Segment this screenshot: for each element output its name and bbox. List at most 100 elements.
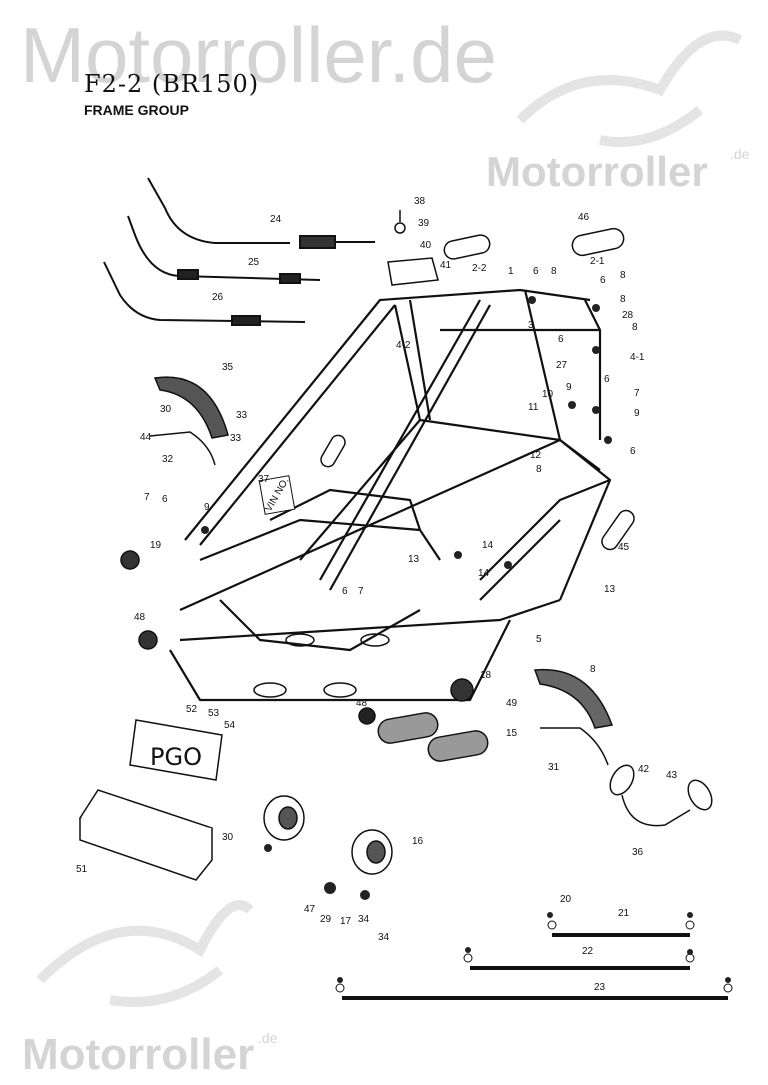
- label-28: 28: [622, 310, 634, 321]
- label-13b: 13: [604, 584, 616, 595]
- label-7a: 7: [634, 388, 640, 399]
- label-35: 35: [222, 362, 234, 373]
- label-3: 3: [528, 320, 534, 331]
- label-13a: 13: [408, 554, 420, 565]
- label-4-1: 4-1: [630, 352, 645, 363]
- label-8f: 8: [590, 664, 596, 675]
- label-46: 46: [578, 212, 590, 223]
- label-41: 41: [440, 260, 452, 271]
- license-plate-52: PGO: [129, 719, 223, 781]
- scooter-watermark-icon: [36, 30, 743, 1007]
- part-labels: 24 25 26 38 39 40 41 46 2-2 1 6 8 2-1 8 …: [76, 196, 678, 993]
- tie-rod-22: [463, 953, 695, 970]
- watermark-bottom-suffix: .de: [258, 1030, 278, 1046]
- label-26: 26: [212, 292, 224, 303]
- label-36: 36: [632, 847, 644, 858]
- label-1: 1: [508, 266, 514, 277]
- label-15: 15: [506, 728, 518, 739]
- label-10: 10: [542, 389, 554, 400]
- tube-frame-body: [169, 288, 612, 702]
- label-8c: 8: [620, 294, 626, 305]
- label-50: 30: [222, 832, 234, 843]
- label-9a: 9: [566, 382, 572, 393]
- label-22: 22: [582, 946, 594, 957]
- label-38: 38: [414, 196, 426, 207]
- frame-oval-openings: [253, 633, 390, 698]
- cover-50-icon: [78, 789, 214, 881]
- diagram-title: F2-2 (BR150): [84, 70, 260, 98]
- label-2-1: 2-1: [590, 256, 605, 267]
- label-12: 12: [530, 450, 542, 461]
- label-8b: 8: [620, 270, 626, 281]
- brake-cable-25: [127, 215, 321, 284]
- watermark-right-suffix: .de: [730, 146, 750, 162]
- label-7c: 7: [358, 586, 364, 597]
- label-6a: 6: [533, 266, 539, 277]
- label-6e: 6: [630, 446, 636, 457]
- label-6b: 6: [600, 275, 606, 286]
- label-17: 17: [340, 916, 352, 927]
- label-8e: 8: [536, 464, 542, 475]
- label-8a: 8: [551, 266, 557, 277]
- label-21: 21: [618, 908, 630, 919]
- fasteners-group: [201, 296, 731, 983]
- label-14b: 14: [478, 568, 490, 579]
- headlight-16-icon: [263, 795, 393, 875]
- label-11b: 11: [528, 402, 539, 413]
- footrest-15-icon: [377, 712, 489, 762]
- label-48a: 48: [134, 612, 146, 623]
- label-45: 45: [618, 542, 630, 553]
- label-25: 25: [248, 257, 260, 268]
- label-4-2: 4-2: [396, 340, 411, 351]
- label-2-2: 2-2: [472, 263, 487, 274]
- label-24: 24: [270, 214, 282, 225]
- label-6c: 6: [558, 334, 564, 345]
- label-18a: 18: [480, 670, 492, 681]
- mud-flap-30-right-icon: [533, 668, 614, 766]
- label-9c: 9: [204, 502, 210, 513]
- light-19-icon: [120, 550, 474, 725]
- tie-rod-23: [335, 983, 733, 1000]
- label-5: 5: [536, 634, 542, 645]
- tie-rod-21: [547, 920, 695, 937]
- vin-tag-37: VIN NO.: [258, 475, 296, 515]
- label-30: 30: [160, 404, 172, 415]
- label-14a: 14: [482, 540, 494, 551]
- watermark-top: Motorroller.de: [20, 11, 497, 99]
- watermark-right: Motorroller: [486, 148, 708, 195]
- mirror-42-43-icon: [609, 764, 713, 827]
- label-44: 44: [140, 432, 152, 443]
- label-6f: 6: [162, 494, 168, 505]
- label-23: 23: [594, 982, 606, 993]
- label-9b: 9: [634, 408, 640, 419]
- label-33a: 33: [236, 410, 248, 421]
- label-52: 52: [186, 704, 198, 715]
- label-39: 39: [418, 218, 430, 229]
- label-32: 32: [162, 454, 174, 465]
- watermark-bottom: Motorroller: [22, 1030, 255, 1079]
- label-33b: 33: [230, 433, 242, 444]
- label-43: 43: [666, 770, 678, 781]
- label-29: 29: [320, 914, 332, 925]
- label-27: 27: [556, 360, 568, 371]
- label-54: 54: [224, 720, 236, 731]
- label-42: 42: [638, 764, 650, 775]
- grip-46-icon: [443, 227, 625, 260]
- label-6g: 6: [342, 586, 348, 597]
- bracket-41-icon: [387, 210, 439, 286]
- diagram-subtitle: FRAME GROUP: [84, 102, 189, 118]
- label-49: 49: [506, 698, 518, 709]
- label-53: 53: [208, 708, 220, 719]
- grip-45-icon: [320, 434, 635, 551]
- brake-cable-26: [103, 261, 306, 326]
- label-8d: 8: [632, 322, 638, 333]
- label-37: 37: [258, 474, 270, 485]
- label-47: 47: [304, 904, 316, 915]
- license-plate-text: PGO: [150, 743, 202, 771]
- label-31: 31: [548, 762, 560, 773]
- label-6d: 6: [604, 374, 610, 385]
- mud-flap-30-icon: [149, 376, 229, 466]
- label-48b: 48: [356, 698, 368, 709]
- label-20: 20: [560, 894, 572, 905]
